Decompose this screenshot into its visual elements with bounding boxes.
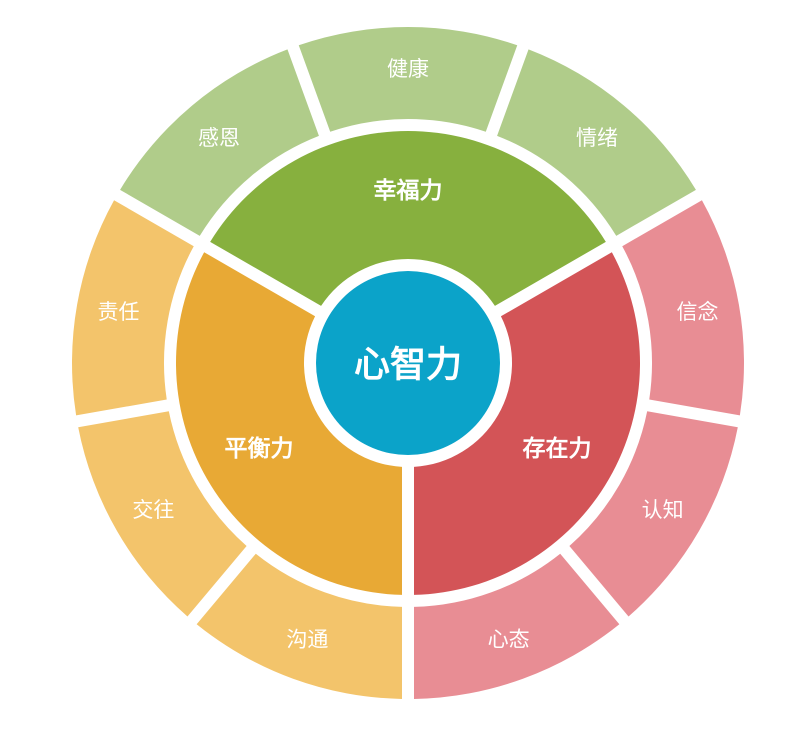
center-circle — [316, 271, 500, 455]
inner-label-existence: 存在力 — [523, 435, 592, 462]
inner-sector-happiness — [210, 130, 606, 306]
inner-label-balance: 平衡力 — [225, 435, 294, 462]
outer-label-existence-0: 信念 — [677, 300, 719, 324]
center-label: 心智力 — [354, 345, 462, 386]
outer-label-happiness-2: 情绪 — [576, 126, 618, 150]
outer-label-existence-1: 认知 — [642, 498, 684, 522]
inner-sector-balance — [175, 252, 402, 595]
outer-segment-happiness-0 — [120, 49, 319, 236]
outer-label-happiness-0: 感恩 — [198, 126, 240, 150]
outer-segment-balance-2 — [72, 200, 194, 416]
outer-segment-existence-0 — [622, 200, 744, 416]
inner-sector-existence — [414, 252, 641, 595]
outer-segment-balance-0 — [196, 553, 402, 699]
outer-segment-happiness-1 — [298, 26, 518, 132]
inner-label-happiness: 幸福力 — [374, 178, 443, 204]
outer-segment-happiness-2 — [497, 49, 696, 236]
outer-label-balance-0: 沟通 — [286, 627, 328, 651]
outer-label-balance-2: 责任 — [98, 300, 140, 324]
outer-segment-existence-1 — [569, 411, 738, 617]
outer-label-happiness-1: 健康 — [387, 57, 429, 81]
outer-label-existence-2: 心态 — [488, 627, 530, 651]
outer-segment-existence-2 — [414, 553, 620, 699]
outer-label-balance-1: 交往 — [132, 498, 174, 522]
outer-segment-balance-1 — [78, 411, 247, 617]
